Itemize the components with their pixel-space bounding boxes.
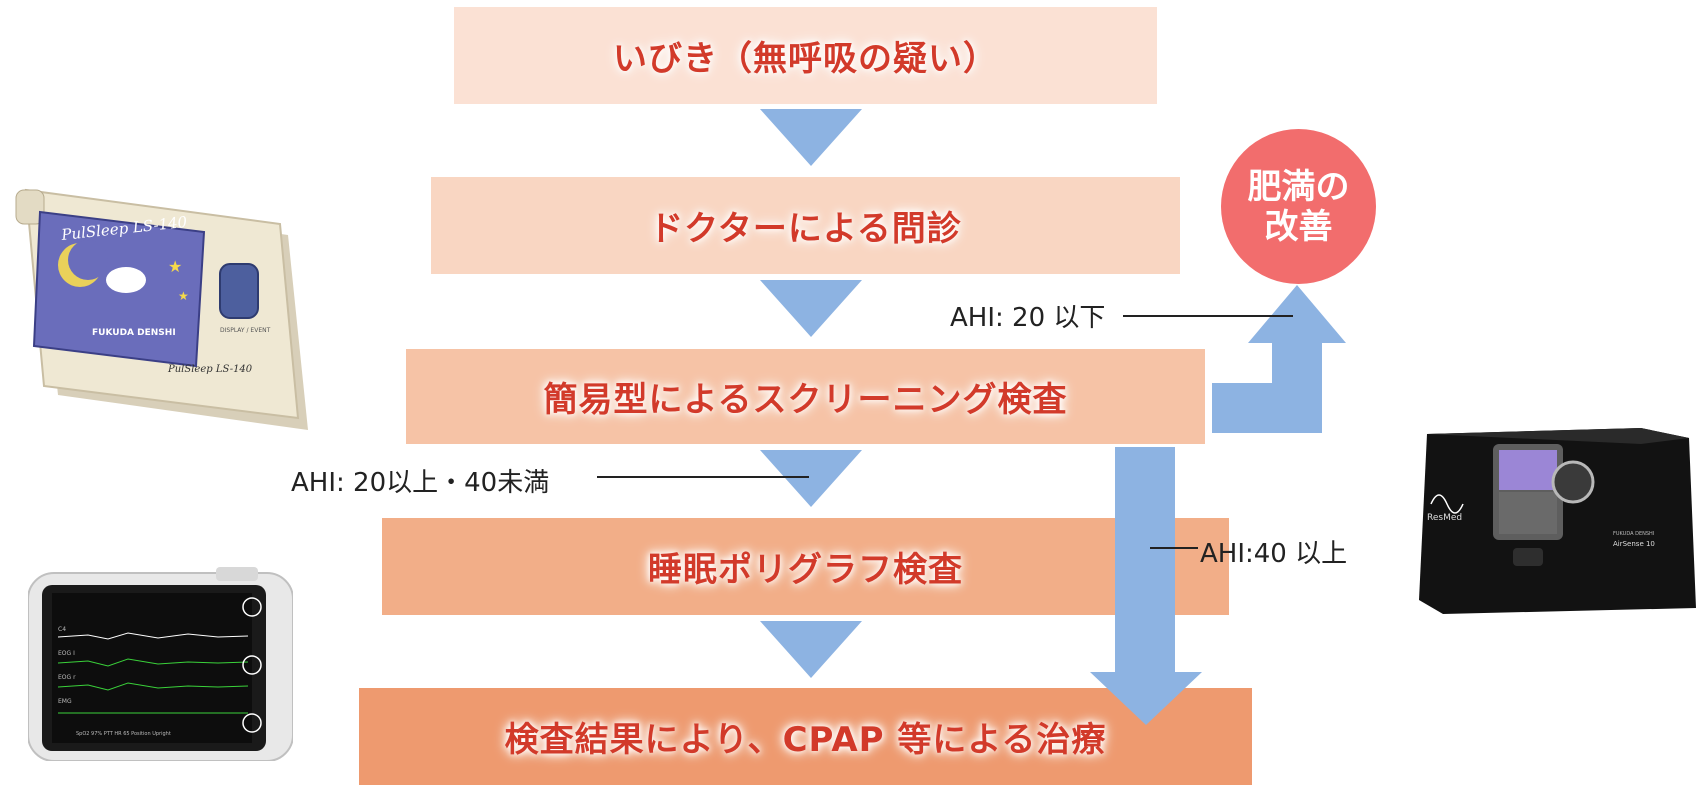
screening-model-text: PulSleep LS-140 xyxy=(167,364,253,375)
psg-device-image: C4 EOG I EOG r EMG SpO2 97% PTT HR 65 Po… xyxy=(28,567,293,761)
ahi-below-20-line xyxy=(1123,315,1293,317)
screening-maker-text: FUKUDA DENSHI xyxy=(92,328,176,338)
step-polysomnography: 睡眠ポリグラフ検査 xyxy=(382,518,1229,615)
down-arrow-4 xyxy=(760,621,862,678)
step-polysomnography-label: 睡眠ポリグラフ検査 xyxy=(648,550,963,590)
psg-channel-eog-r: EOG r xyxy=(58,674,76,681)
svg-text:★: ★ xyxy=(168,257,182,276)
screening-device-image: ★ ★ PulSleep LS-140 FUKUDA DENSHI DISPLA… xyxy=(15,188,308,430)
ahi-below-20-label: AHI: 20 以下 xyxy=(950,303,1106,333)
step-doctor-interview-label: ドクターによる問診 xyxy=(649,209,962,249)
ahi-20-40-line xyxy=(597,476,809,478)
svg-text:★: ★ xyxy=(178,289,189,303)
psg-footer: SpO2 97% PTT HR 65 Position Upright xyxy=(76,731,171,737)
ahi-40-above-line xyxy=(1150,547,1198,549)
psg-channel-c4: C4 xyxy=(58,626,66,633)
down-arrow-2 xyxy=(760,280,862,337)
cpap-maker-text: FUKUDA DENSHI xyxy=(1613,531,1654,537)
psg-channel-emg: EMG xyxy=(58,698,72,705)
ahi-40-above-label: AHI:40 以上 xyxy=(1200,539,1348,569)
screening-button-label: DISPLAY / EVENT xyxy=(220,327,271,334)
step-cpap-treatment: 検査結果により、CPAP 等による治療 xyxy=(359,688,1252,785)
cpap-brand-text: ResMed xyxy=(1427,513,1462,523)
step-snoring-label: いびき（無呼吸の疑い） xyxy=(613,39,998,79)
badge-line-2: 改善 xyxy=(1264,206,1333,247)
down-arrow-3 xyxy=(760,450,862,507)
down-arrow-1 xyxy=(760,109,862,166)
step-doctor-interview: ドクターによる問診 xyxy=(431,177,1180,274)
down-arrow-to-treatment xyxy=(1090,447,1202,725)
cpap-model-text: AirSense 10 xyxy=(1613,540,1655,548)
weight-loss-badge: 肥満の 改善 xyxy=(1221,129,1376,284)
ahi-20-40-label: AHI: 20以上・40未満 xyxy=(291,468,550,498)
cpap-device-image: ResMed FUKUDA DENSHI AirSense 10 xyxy=(1419,428,1696,614)
step-screening-test: 簡易型によるスクリーニング検査 xyxy=(406,349,1205,444)
badge-line-1: 肥満の xyxy=(1247,166,1350,207)
step-snoring: いびき（無呼吸の疑い） xyxy=(454,7,1157,104)
psg-channel-eog-l: EOG I xyxy=(58,650,75,657)
step-screening-test-label: 簡易型によるスクリーニング検査 xyxy=(543,380,1068,420)
up-arrow-to-weight-loss xyxy=(1212,285,1346,433)
step-cpap-treatment-label: 検査結果により、CPAP 等による治療 xyxy=(504,720,1107,760)
